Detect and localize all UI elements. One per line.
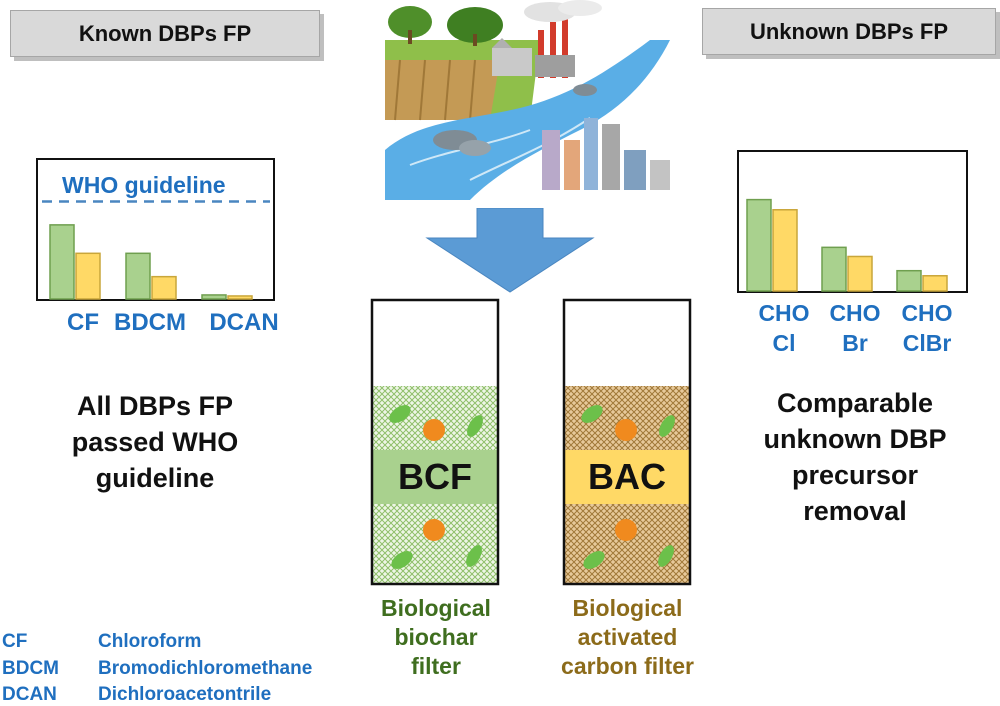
known-dbps-tag-label: Known DBPs FP [78, 20, 252, 46]
unknown-chart-bar-2-series-2 [847, 255, 873, 292]
unknown-cat-label-choclbr: CHO ClBr [886, 298, 968, 358]
known-dbps-tag: Known DBPs FP [10, 10, 320, 57]
unknown-conclusion-line4: removal [803, 496, 907, 526]
bac-filter-column [562, 298, 692, 586]
known-conclusion-line1: All DBPs FP [76, 391, 234, 421]
unknown-conclusion-line1: Comparable [776, 388, 934, 418]
bac-full-name: Biological activated carbon filter [540, 594, 715, 681]
legend-row-dcan: DCAN Dichloroacetontrile [2, 684, 271, 706]
bcf-full-name-line2: biochar [394, 624, 478, 650]
legend-row-bdcm: BDCM Bromodichloromethane [2, 658, 312, 680]
known-chart-bar-1-series-1 [49, 224, 75, 300]
known-chart-bar-2-series-2 [151, 275, 177, 300]
known-cat-label-dcan: DCAN [209, 309, 279, 336]
known-chart-bar-1-series-2 [75, 252, 101, 300]
known-chart-bar-3-series-2 [227, 295, 253, 300]
known-cat-label-bdcm: BDCM [114, 309, 186, 336]
unknown-cat-label-chocl-line1: CHO [758, 300, 810, 326]
legend-full: Bromodichloromethane [98, 658, 313, 679]
bac-label: BAC [588, 456, 666, 497]
who-guideline-label: WHO guideline [62, 172, 226, 198]
known-conclusion-line3: guideline [95, 463, 215, 493]
legend-full: Chloroform [98, 631, 202, 652]
bcf-full-name-line3: filter [411, 653, 461, 679]
unknown-dbps-tag: Unknown DBPs FP [702, 8, 996, 55]
unknown-cat-label-chobr-line1: CHO [829, 300, 881, 326]
unknown-chart-bar-3-series-1 [896, 269, 922, 292]
unknown-cat-label-chobr-line2: Br [842, 330, 868, 356]
legend-abbr: DCAN [2, 684, 57, 705]
bcf-filter-column [370, 298, 500, 586]
unknown-cat-label-choclbr-line2: ClBr [902, 330, 952, 356]
unknown-cat-label-chocl-line2: Cl [772, 330, 796, 356]
unknown-cat-label-chocl: CHO Cl [744, 298, 824, 358]
unknown-cat-label-chobr: CHO Br [815, 298, 895, 358]
unknown-conclusion-line2: unknown DBP [763, 424, 947, 454]
unknown-conclusion-line3: precursor [791, 460, 919, 490]
river-landscape-illustration [385, 0, 675, 200]
legend-full: Dichloroacetontrile [98, 684, 272, 705]
known-dbps-chart [36, 158, 275, 301]
known-conclusion: All DBPs FP passed WHO guideline [20, 388, 290, 496]
down-arrow-icon [425, 208, 595, 293]
unknown-dbps-tag-label: Unknown DBPs FP [749, 18, 948, 44]
unknown-chart-bar-3-series-2 [922, 275, 948, 292]
unknown-dbps-chart [737, 150, 968, 293]
bac-full-name-line1: Biological [572, 595, 683, 621]
unknown-chart-bar-1-series-2 [772, 209, 798, 292]
unknown-chart-bar-2-series-1 [821, 246, 847, 292]
bac-full-name-line3: carbon filter [561, 653, 694, 679]
legend-row-cf: CF Chloroform [2, 631, 201, 653]
unknown-cat-label-choclbr-line1: CHO [901, 300, 953, 326]
unknown-conclusion: Comparable unknown DBP precursor removal [730, 385, 980, 529]
unknown-chart-bar-1-series-1 [746, 198, 772, 292]
bcf-label: BCF [398, 456, 472, 497]
known-conclusion-line2: passed WHO [71, 427, 239, 457]
bcf-full-name: Biological biochar filter [356, 594, 516, 681]
bcf-full-name-line1: Biological [381, 595, 491, 621]
known-cat-label-cf: CF [67, 309, 99, 336]
legend-abbr: CF [2, 631, 28, 652]
bac-full-name-line2: activated [577, 624, 678, 650]
legend-abbr: BDCM [2, 658, 59, 679]
known-chart-bar-2-series-1 [125, 252, 151, 300]
known-chart-bar-3-series-1 [201, 294, 227, 300]
